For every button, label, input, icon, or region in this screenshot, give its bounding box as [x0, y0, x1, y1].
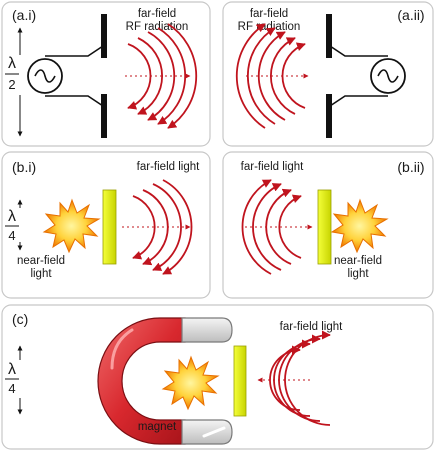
scale-symbol: λ [8, 55, 16, 72]
near-field-line-1: near-field [334, 255, 382, 267]
light-burst-icon [42, 198, 101, 254]
panel-tag: (a.ii) [397, 7, 424, 23]
screen [233, 345, 247, 417]
magnet-highlight [110, 328, 134, 370]
magnet-body [97, 317, 186, 445]
near-field-line-2: light [347, 268, 369, 280]
panel-tag: (b.i) [12, 159, 36, 175]
scale-symbol: λ [8, 208, 16, 225]
light-burst-icon [161, 355, 220, 411]
caption-line-1: far-field [138, 8, 176, 20]
magnet-icon [97, 317, 233, 445]
caption-line-2: RF radiation [238, 21, 301, 33]
panel-a-i: (a.i) far-field RF radiation λ 2 [1, 1, 211, 147]
aperture-upper-plate [326, 14, 332, 58]
ac-source-icon [27, 58, 63, 94]
panel-b-i: (b.i) far-field light λ 4 near-field lig… [1, 151, 211, 299]
scale-symbol: λ [8, 361, 16, 378]
panel-tag: (c) [12, 311, 28, 327]
caption: far-field light [280, 321, 343, 333]
pole-highlight [202, 426, 226, 438]
light-burst-icon [330, 198, 389, 254]
aperture-lower-plate [101, 94, 107, 138]
scale-denominator: 4 [8, 228, 15, 243]
scale-denominator: 4 [8, 381, 15, 396]
caption: far-field light [241, 161, 304, 173]
magnet-pole-upper [181, 317, 233, 343]
panel-c: (c) far-field light λ 4 magnet [1, 304, 434, 450]
screen [102, 189, 117, 265]
scale-denominator: 2 [8, 77, 15, 92]
feed-lines [45, 45, 104, 107]
aperture-upper-plate [101, 14, 107, 58]
panel-b-ii: (b.ii) far-field light near-field light [222, 151, 434, 299]
caption-line-2: RF radiation [126, 21, 189, 33]
panel-a-ii: (a.ii) far-field RF radiation [222, 1, 434, 147]
panel-tag: (a.i) [12, 7, 36, 23]
caption: far-field light [137, 161, 200, 173]
screen [317, 189, 332, 265]
caption-line-1: far-field [250, 8, 288, 20]
ac-source-icon [370, 58, 406, 94]
aperture-lower-plate [326, 94, 332, 138]
near-field-line-1: near-field [17, 255, 65, 267]
wavefronts [127, 23, 198, 129]
near-field-line-2: light [30, 268, 52, 280]
feed-lines [329, 45, 388, 107]
magnet-pole-lower [181, 419, 233, 445]
panel-tag: (b.ii) [397, 159, 424, 175]
magnet-label: magnet [138, 421, 177, 433]
